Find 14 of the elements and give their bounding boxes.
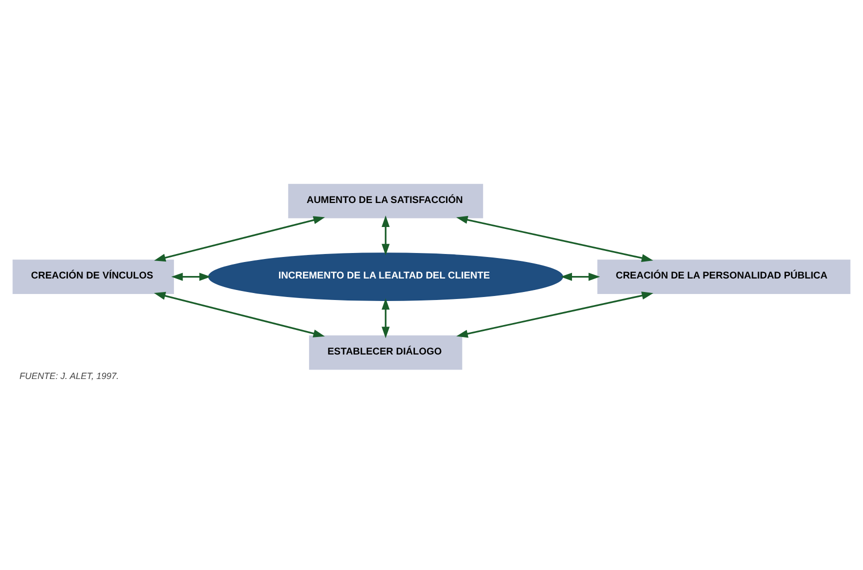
node-box: ESTABLECER DIÁLOGO [309,335,462,370]
arrow [154,292,325,338]
node-box: AUMENTO DE LA SATISFACCIÓN [288,184,484,218]
arrow [154,216,325,262]
arrow [382,215,390,256]
caption: FUENTE: J. ALET, 1997. [20,371,119,382]
node-box: CREACIÓN DE LA PERSONALIDAD PÚBLICA [597,260,850,294]
arrow [171,272,211,281]
arrow [456,216,654,262]
arrow [382,298,390,338]
arrow [560,272,600,281]
node-box: CREACIÓN DE VÍNCULOS [12,260,174,294]
arrow [456,292,654,338]
node-ellipse: INCREMENTO DE LA LEALTAD DEL CLIENTE [208,252,564,301]
